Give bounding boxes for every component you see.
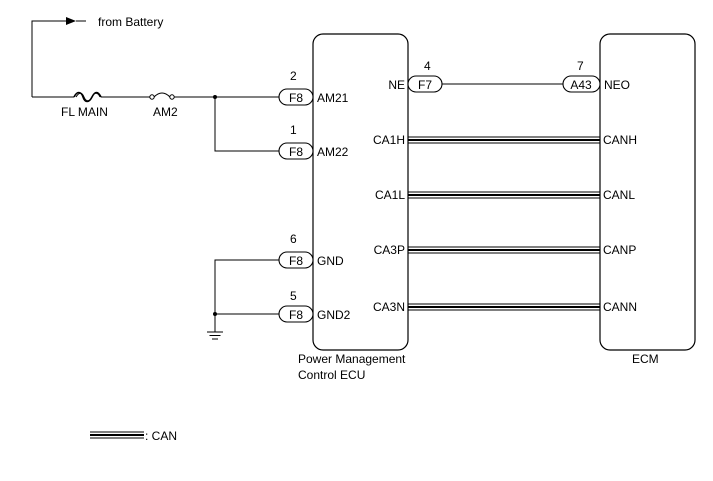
wire-gnd — [214, 259, 279, 332]
connector-gnd: 6 F8 GND — [278, 232, 344, 269]
connector-code-am21: F8 — [289, 91, 303, 105]
pin-label-neo: NEO — [604, 78, 630, 92]
pin-label-ca3n: CA3N — [373, 300, 405, 314]
connector-tab-am22 — [278, 142, 314, 160]
can-bus-ca1h — [408, 136, 600, 144]
connector-code-neo: A43 — [570, 78, 592, 92]
connector-code-am22: F8 — [289, 145, 303, 159]
connector-tab-gnd — [278, 251, 314, 269]
pin-number-ne: 4 — [424, 59, 431, 73]
pin-label-ca1h: CA1H — [373, 133, 405, 147]
connector-code-gnd2: F8 — [289, 308, 303, 322]
battery-wire — [31, 20, 66, 97]
pin-label-am22: AM22 — [317, 145, 349, 159]
battery-label: from Battery — [98, 15, 163, 29]
connector-tab-gnd2 — [278, 305, 314, 323]
connector-neo: 7 A43 NEO — [562, 59, 630, 93]
pin-label-canh: CANH — [603, 133, 637, 147]
pin-label-canp: CANP — [603, 243, 636, 257]
pin-number-neo: 7 — [577, 59, 584, 73]
legend-can-label: : CAN — [145, 429, 177, 443]
legend: : CAN — [90, 429, 177, 443]
ecm-name: ECM — [632, 352, 659, 366]
pin-number-gnd: 6 — [290, 232, 297, 246]
can-bus-ca3p — [408, 246, 600, 254]
pm-ecu: Power Management Control ECU 2 F8 AM21 1… — [278, 33, 443, 382]
pin-number-am22: 1 — [290, 123, 297, 137]
wire-to-am22 — [214, 97, 279, 152]
pin-label-gnd2: GND2 — [317, 308, 351, 322]
ecm: ECM 7 A43 NEO CANH CANL CANP CANN — [562, 33, 696, 366]
pm-ecu-name-line1: Power Management — [298, 352, 406, 366]
am2-fuse-icon — [149, 92, 175, 100]
connector-tab-am21 — [278, 88, 314, 106]
fl-main-fuse-icon — [73, 91, 102, 103]
pin-label-cann: CANN — [603, 300, 637, 314]
pin-label-gnd: GND — [317, 254, 344, 268]
pin-label-ca1l: CA1L — [375, 188, 405, 202]
connector-code-gnd: F8 — [289, 254, 303, 268]
am2-label: AM2 — [153, 105, 178, 119]
ground-symbol-icon — [207, 331, 223, 340]
connector-am21: 2 F8 AM21 — [278, 69, 349, 106]
legend-can-line-icon — [90, 431, 144, 439]
pin-number-am21: 2 — [290, 69, 297, 83]
pin-label-ne: NE — [388, 78, 405, 92]
fuse-line: FL MAIN AM2 — [32, 91, 279, 152]
fl-main-label: FL MAIN — [61, 105, 108, 119]
ground-line — [207, 259, 279, 340]
pin-label-ca3p: CA3P — [374, 243, 405, 257]
connector-am22: 1 F8 AM22 — [278, 123, 349, 160]
battery-feed: from Battery — [31, 15, 163, 97]
pm-ecu-name-line2: Control ECU — [298, 368, 365, 382]
can-bus-ca3n — [408, 303, 600, 311]
connector-code-ne: F7 — [418, 78, 432, 92]
pin-label-am21: AM21 — [317, 91, 349, 105]
pin-number-gnd2: 5 — [290, 289, 297, 303]
can-bus-ca1l — [408, 191, 600, 199]
battery-arrow-icon — [66, 17, 76, 25]
pin-label-canl: CANL — [603, 188, 635, 202]
connector-gnd2: 5 F8 GND2 — [278, 289, 351, 323]
connector-ne: NE 4 F7 — [388, 59, 443, 93]
splice-dot-gnd — [213, 312, 217, 316]
